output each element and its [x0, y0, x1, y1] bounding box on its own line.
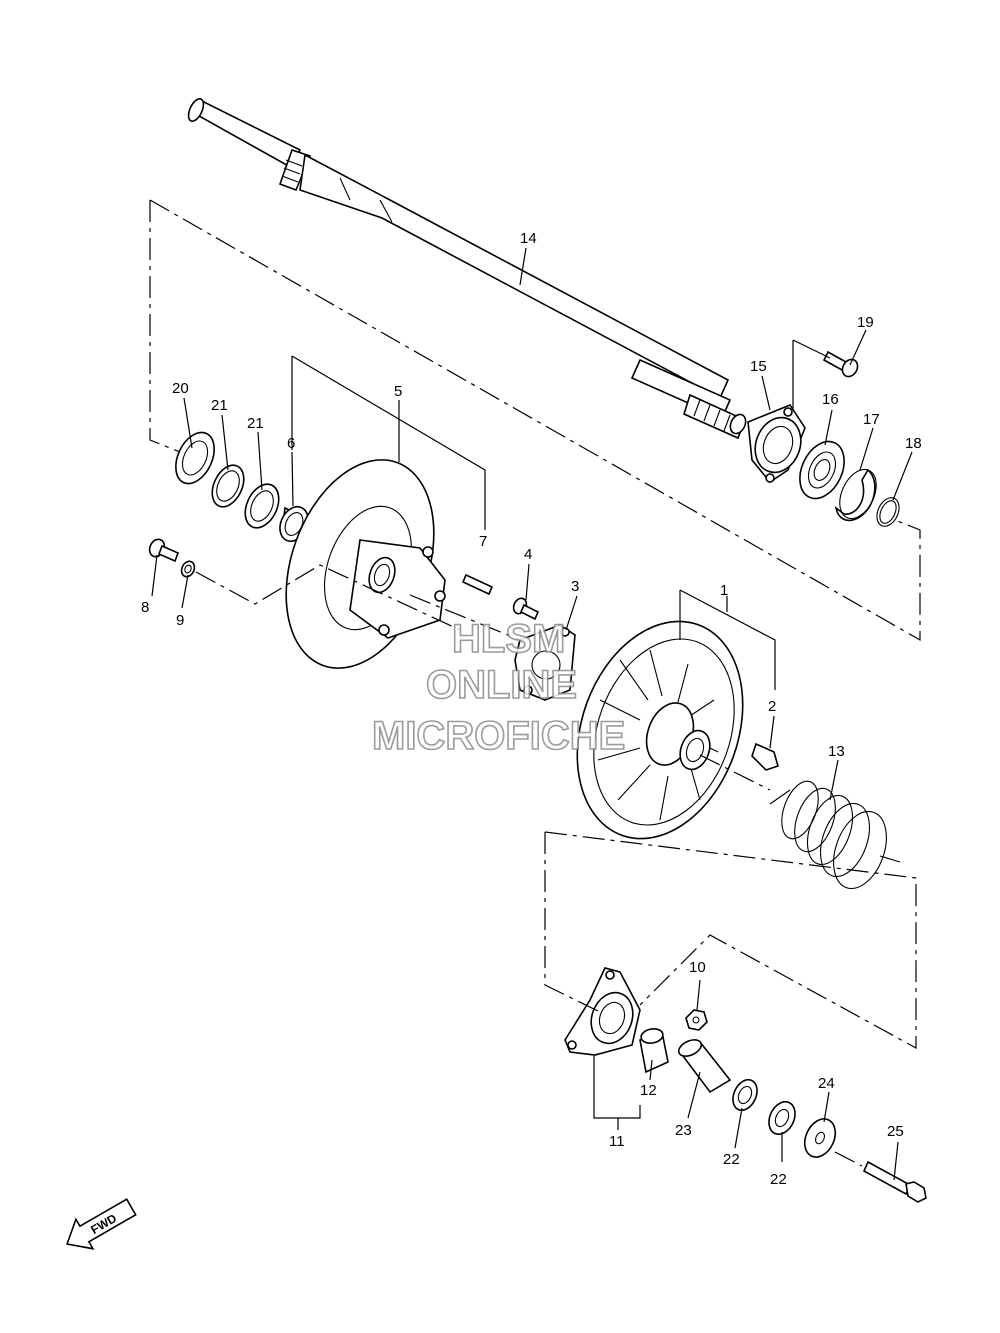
washer-part-24[interactable]: [799, 1114, 841, 1162]
spring-part-13[interactable]: [769, 776, 901, 895]
bracket-part-3[interactable]: [514, 624, 576, 701]
callout-14: 14: [520, 230, 537, 247]
washer-part-9[interactable]: [179, 559, 197, 579]
callout-10: 10: [689, 959, 706, 976]
callout-21b: 21: [247, 415, 264, 432]
movable-sheave-part-1[interactable]: [548, 598, 771, 862]
leader-lines: [151, 247, 913, 1181]
shim-part-21b[interactable]: [239, 479, 286, 533]
shim-part-22a[interactable]: [728, 1076, 761, 1114]
callout-1: 1: [720, 582, 728, 599]
callout-12: 12: [640, 1082, 657, 1099]
watermark-line-3: MICROFICHE: [372, 714, 625, 758]
callout-16: 16: [822, 391, 839, 408]
shim-part-21a[interactable]: [206, 460, 250, 512]
callout-18: 18: [905, 435, 922, 452]
callout-20: 20: [172, 380, 189, 397]
bolt-part-19[interactable]: [822, 350, 861, 379]
callout-23: 23: [675, 1122, 692, 1139]
stud-part-7[interactable]: [461, 573, 494, 596]
callout-24: 24: [818, 1075, 835, 1092]
callout-9: 9: [176, 612, 184, 629]
fwd-arrow-icon: FWD: [66, 1198, 137, 1250]
callout-labels: 1 2 3 4 5 6 7 8 9 10 11 12 13 14 15 16 1…: [141, 230, 922, 1188]
watermark: HLSM ONLINE MICROFICHE: [371, 616, 626, 759]
cam-housing-part-11[interactable]: [564, 967, 641, 1056]
bushing-part-12[interactable]: [639, 1027, 669, 1074]
fixed-sheave-part-5[interactable]: [259, 439, 461, 688]
bolt-part-25[interactable]: [862, 1160, 927, 1203]
bushing-part-6[interactable]: [275, 502, 314, 546]
callout-7: 7: [479, 533, 487, 550]
assembly-centerlines: [149, 199, 921, 1167]
callout-17: 17: [863, 411, 880, 428]
collar-part-23[interactable]: [676, 1037, 732, 1094]
callout-3: 3: [571, 578, 579, 595]
pin-part-2[interactable]: [751, 742, 779, 771]
callout-5: 5: [394, 383, 402, 400]
bearing-part-16[interactable]: [791, 434, 853, 505]
callout-4: 4: [524, 546, 532, 563]
callout-19: 19: [857, 314, 874, 331]
bearing-housing-part-15[interactable]: [747, 404, 808, 484]
callout-13: 13: [828, 743, 845, 760]
nut-part-10[interactable]: [685, 1009, 708, 1031]
callout-22b: 22: [770, 1171, 787, 1188]
shaft-part-14[interactable]: [185, 97, 748, 440]
screw-part-4[interactable]: [511, 596, 540, 621]
callout-11: 11: [609, 1133, 625, 1150]
callout-6: 6: [287, 435, 295, 452]
callout-2: 2: [768, 698, 776, 715]
watermark-line-1: HLSM: [452, 617, 565, 661]
callout-15: 15: [750, 358, 767, 375]
snap-ring-part-17[interactable]: [833, 464, 884, 525]
callout-25: 25: [887, 1123, 904, 1140]
washer-part-20[interactable]: [168, 426, 222, 489]
shim-part-22b[interactable]: [764, 1098, 800, 1139]
callout-22a: 22: [723, 1151, 740, 1168]
callout-21a: 21: [211, 397, 228, 414]
circlip-part-18[interactable]: [873, 494, 904, 530]
watermark-line-2: ONLINE: [426, 663, 577, 707]
bolt-part-8[interactable]: [147, 537, 180, 563]
callout-8: 8: [141, 599, 149, 616]
